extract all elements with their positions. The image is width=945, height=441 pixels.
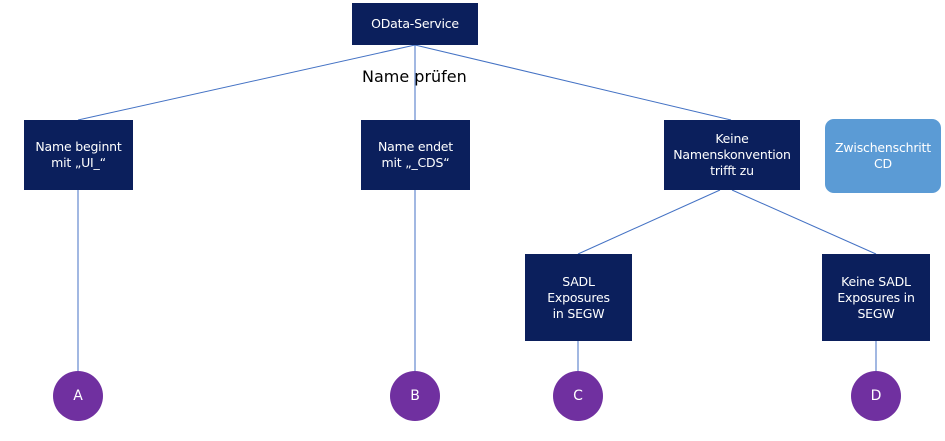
node-keine-sadl-exposures-label: Keine SADL Exposures in SEGW bbox=[837, 273, 915, 321]
connector-none-sadl bbox=[577, 189, 721, 255]
caption-name-pruefen: Name prüfen bbox=[362, 67, 467, 86]
node-keine-sadl-exposures: Keine SADL Exposures in SEGW bbox=[822, 254, 930, 341]
node-name-beginnt-ui-label: Name beginnt mit „UI_“ bbox=[35, 139, 122, 170]
node-name-endet-cds-label: Name endet mit „_CDS“ bbox=[378, 139, 453, 170]
node-keine-namenskonvention: Keine Namenskonvention trifft zu bbox=[664, 120, 800, 190]
connector-none-nosadl bbox=[731, 189, 877, 255]
node-keine-namenskonvention-label: Keine Namenskonvention trifft zu bbox=[673, 131, 791, 178]
node-sadl-exposures: SADL Exposures in SEGW bbox=[525, 254, 632, 341]
node-odata-service-label: OData-Service bbox=[371, 16, 459, 31]
outcome-a: A bbox=[53, 371, 103, 421]
node-zwischenschritt-cd: Zwischenschritt CD bbox=[825, 119, 941, 193]
node-name-endet-cds: Name endet mit „_CDS“ bbox=[361, 120, 470, 190]
outcome-b: B bbox=[390, 371, 440, 421]
connector-root-ui bbox=[77, 44, 416, 121]
node-name-beginnt-ui: Name beginnt mit „UI_“ bbox=[24, 120, 133, 190]
outcome-c: C bbox=[553, 371, 603, 421]
connector-root-none bbox=[414, 44, 732, 121]
node-sadl-exposures-label: SADL Exposures in SEGW bbox=[547, 273, 610, 321]
node-odata-service: OData-Service bbox=[352, 3, 478, 45]
node-zwischenschritt-cd-label: Zwischenschritt CD bbox=[835, 140, 931, 171]
outcome-d: D bbox=[851, 371, 901, 421]
